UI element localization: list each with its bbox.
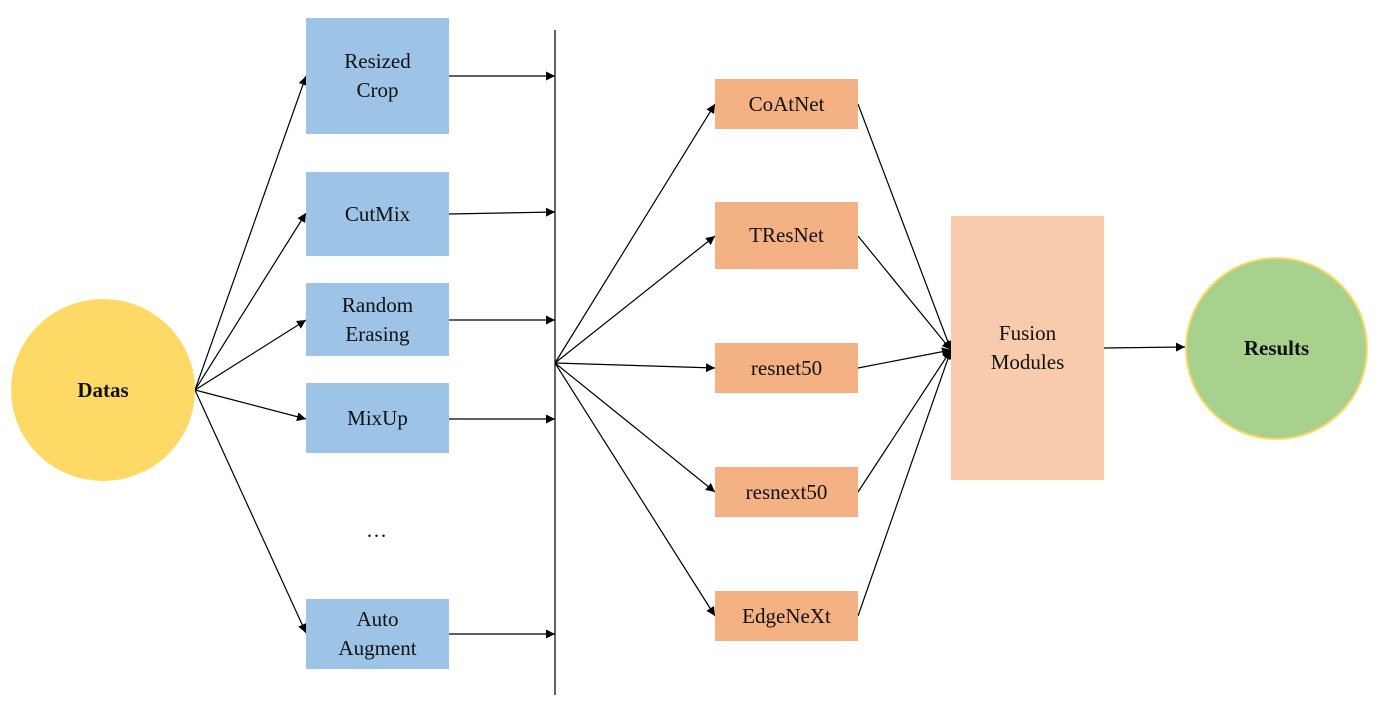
fusion-modules-node: Fusion Modules — [951, 216, 1104, 480]
augmentation-cutmix: CutMix — [306, 172, 449, 256]
edge-collector-to-model — [554, 362, 716, 373]
edge-model-to-fusion — [857, 103, 953, 351]
edge-augmentation-to-collector — [448, 207, 556, 217]
ellipsis: … — [366, 518, 387, 542]
edge-datas-to-augmentation — [194, 212, 307, 391]
model-tresnet: TResNet — [715, 202, 858, 269]
model-label: resnet50 — [750, 355, 823, 380]
model-label: TResNet — [749, 223, 824, 247]
model-edgenext: EdgeNeXt — [715, 591, 858, 641]
model-label: EdgeNeXt — [742, 603, 831, 628]
edge-collector-to-model — [554, 362, 716, 493]
augmentation-label: MixUp — [347, 405, 408, 430]
augmentation-random-erasing: Random Erasing — [306, 283, 449, 356]
results-label: Results — [1243, 336, 1310, 360]
edge-model-to-fusion — [857, 347, 952, 369]
fusion-label: Fusion Modules — [990, 321, 1065, 374]
edge-model-to-fusion — [857, 349, 952, 493]
model-coatnet: CoAtNet — [715, 79, 858, 129]
augmentation-mixup: MixUp — [306, 383, 449, 453]
edge-fusion-to-results — [1103, 342, 1186, 352]
augmentation-label: Random Erasing — [341, 292, 414, 346]
augmentation-label: Resized Crop — [344, 49, 411, 102]
model-resnet50: resnet50 — [715, 343, 858, 393]
edge-collector-to-model — [554, 362, 716, 617]
edge-datas-to-augmentation — [194, 389, 307, 634]
model-label: CoAtNet — [748, 91, 825, 116]
edge-model-to-fusion — [857, 349, 953, 617]
datas-label: Datas — [77, 377, 129, 402]
edge-datas-to-augmentation — [194, 389, 307, 422]
augmentation-label: Auto Augment — [338, 607, 417, 660]
edge-model-to-fusion — [857, 235, 952, 351]
edge-datas-to-augmentation — [194, 319, 307, 391]
results-node: Results — [1185, 257, 1368, 440]
datas-node: Datas — [11, 299, 195, 481]
edge-collector-to-model — [554, 103, 716, 364]
edge-collector-to-model — [554, 235, 716, 364]
augmentation-label: CutMix — [344, 201, 411, 226]
model-resnext50: resnext50 — [715, 467, 858, 517]
augmentation-resized-crop: Resized Crop — [306, 18, 449, 134]
edge-datas-to-augmentation — [194, 75, 308, 391]
augmentation-auto-augment: Auto Augment — [306, 599, 449, 669]
model-label: resnext50 — [745, 479, 828, 504]
